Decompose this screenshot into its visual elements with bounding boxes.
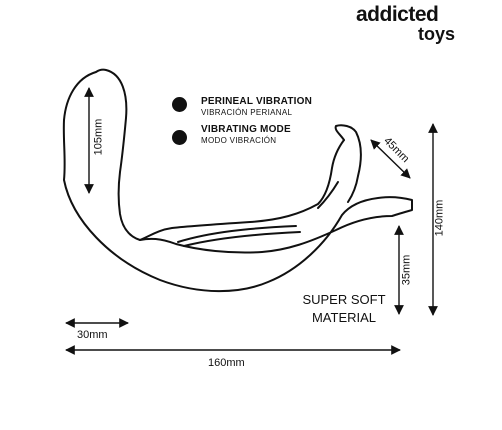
- material-note-line1: SUPER SOFT: [302, 292, 386, 307]
- brand-logo-line1: addicted: [356, 3, 439, 26]
- dim-arrow-tip: [370, 139, 411, 179]
- body-outline: [62, 68, 413, 293]
- dim-label-height-arm: 105mm: [92, 118, 105, 156]
- dim-label-width-arm: 30mm: [77, 329, 108, 341]
- feature-title-perineal: PERINEAL VIBRATION: [201, 96, 313, 107]
- seam-line-3: [317, 181, 339, 209]
- dim-label-ring-height: 35mm: [400, 254, 413, 286]
- seam-line-2: [183, 231, 301, 247]
- tip-outline: [334, 124, 362, 203]
- product-outline: [62, 68, 413, 293]
- material-note-line2: MATERIAL: [311, 310, 377, 325]
- arm-inner-outline: [139, 139, 345, 241]
- seam-line-1: [177, 225, 297, 243]
- material-note: SUPER SOFT MATERIAL: [286, 291, 402, 327]
- feature-subtitle-vibrating: MODO VIBRACIÓN: [201, 136, 277, 145]
- dim-label-total-length: 160mm: [208, 357, 245, 369]
- dim-label-total-height: 140mm: [433, 199, 446, 237]
- feature-title-vibrating: VIBRATING MODE: [201, 124, 291, 135]
- brand-logo-line2: toys: [418, 24, 456, 44]
- feature-subtitle-perineal: VIBRACIÓN PERIANAL: [201, 108, 293, 117]
- feature-bullet-icon: [172, 97, 187, 112]
- feature-bullet-icon: [172, 130, 187, 145]
